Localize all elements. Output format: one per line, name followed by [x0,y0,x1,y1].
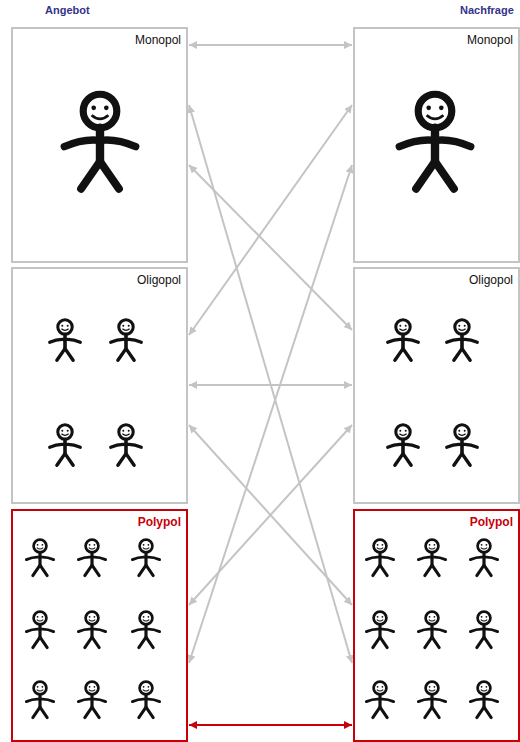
market-form-name: Monopol [467,33,513,47]
market-form-box: Polypol [353,509,520,742]
market-form-name: Oligopol [469,273,513,287]
market-form-name: Polypol [138,515,181,529]
market-form-name: Polypol [470,515,513,529]
market-form-box: Polypol [11,509,188,742]
relation-arrow [189,105,352,663]
figure-group-right [366,94,497,717]
column-heading: Angebot [45,4,90,16]
relation-arrow [189,44,352,46]
market-form-box: Oligopol [353,267,520,504]
market-form-name: Oligopol [137,273,181,287]
relation-arrow [189,425,352,605]
relation-arrow [189,384,352,386]
column-heading: Nachfrage [460,4,514,16]
relation-arrow [189,425,352,605]
figure-group-left [26,94,159,717]
relation-arrow [189,105,352,335]
market-form-box: Monopol [353,27,520,263]
relation-arrow [189,165,352,663]
market-form-box: Oligopol [11,267,188,504]
market-form-box: Monopol [11,27,188,263]
relation-arrow [189,724,352,726]
market-form-name: Monopol [135,33,181,47]
